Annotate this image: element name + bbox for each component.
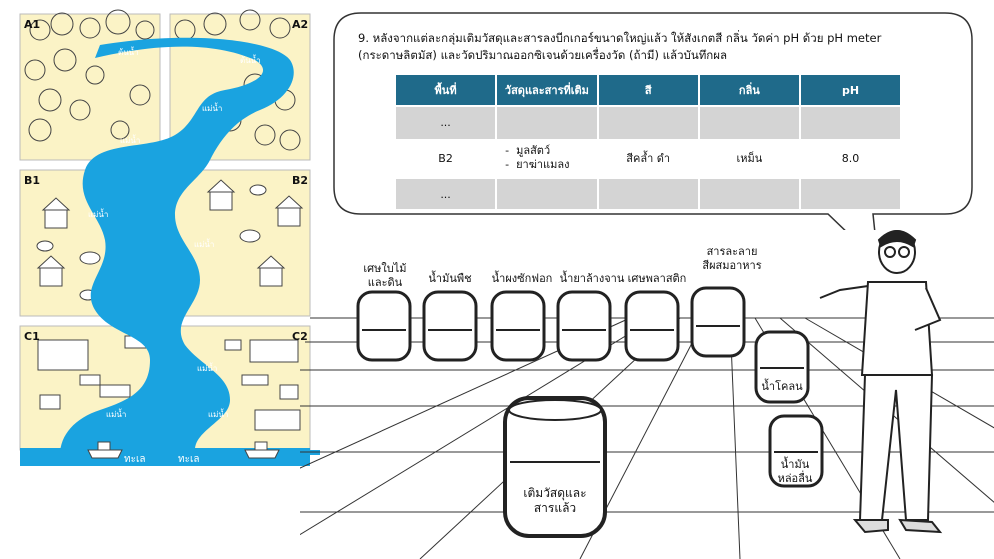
forest-trees (24, 9, 301, 151)
cell-area: ... (396, 105, 498, 138)
cell-ph (800, 177, 902, 209)
table-row: B2 - มูลสัตว์ - ยาฆ่าแมลง สีคล้ำ ดำ เหม็… (396, 137, 902, 178)
river-label-3: แม่น้ำ (88, 210, 109, 219)
cell-area: ... (396, 177, 498, 209)
header-materials: วัสดุและสารที่เติม (496, 75, 599, 106)
upstream-label-1: ต้นน้ำ (118, 48, 139, 57)
river (60, 37, 320, 456)
jar-food-coloring (690, 286, 746, 358)
sea-label-1: ทะเล (124, 454, 146, 465)
table-row: ... (396, 177, 902, 209)
cell-smell (698, 105, 802, 138)
header-ph: pH (800, 75, 902, 106)
jar-plastic (624, 290, 680, 362)
cell-ph: 8.0 (800, 137, 902, 178)
jar-label-dry-leaves-text: เศษใบไม้ และดิน (363, 262, 407, 289)
cell-smell (698, 177, 802, 209)
material-item: - ยาฆ่าแมลง (505, 158, 570, 171)
boats (87, 441, 280, 459)
header-area: พื้นที่ (396, 75, 498, 106)
jar-dish-soap (556, 290, 612, 362)
header-smell: กลิ่น (698, 75, 802, 106)
material-item: - มูลสัตว์ (505, 144, 551, 157)
cell-materials (496, 105, 599, 138)
jar-mud-water (754, 330, 810, 404)
jar-label-detergent: น้ำผงซักฟอก (491, 272, 553, 285)
jar-label-lubricant: น้ำมัน หล่อลื่น (777, 458, 813, 485)
big-beaker (503, 396, 607, 538)
lab-scene (300, 230, 994, 559)
jar-vegetable-oil (422, 290, 478, 362)
area-label-b1: B1 (24, 174, 41, 187)
area-label-c2: C2 (292, 330, 308, 343)
upstream-label-2: ต้นน้ำ (240, 56, 261, 65)
header-color: สี (597, 75, 700, 106)
result-table: พื้นที่ วัสดุและสารที่เติม สี กลิ่น pH .… (396, 75, 902, 209)
cell-area: B2 (396, 137, 498, 178)
table-header-row: พื้นที่ วัสดุและสารที่เติม สี กลิ่น pH (396, 75, 902, 106)
city-buildings (37, 335, 301, 431)
jar-label-food-coloring: สารละลาย สีผสมอาหาร (702, 245, 762, 272)
jar-dry-leaves (356, 290, 412, 362)
jar-label-vegetable-oil: น้ำมันพืช (428, 272, 472, 285)
cell-color (597, 177, 700, 209)
river-map-graphic (19, 9, 320, 466)
cell-materials: - มูลสัตว์ - ยาฆ่าแมลง (496, 137, 599, 178)
cell-materials (496, 177, 599, 209)
sea-label-2: ทะเล (178, 454, 200, 465)
river-label-7: แม่น้ำ (208, 410, 229, 419)
jar-detergent (490, 290, 546, 362)
jar-label-dish-soap: น้ำยาล้างจาน (559, 272, 625, 285)
area-label-a1: A1 (24, 18, 41, 31)
jar-label-plastic: เศษพลาสติก (627, 272, 687, 285)
teacher-figure (819, 230, 943, 534)
river-label-2: แม่น้ำ (120, 136, 141, 145)
cell-color: สีคล้ำ ดำ (597, 137, 700, 178)
jar-lubricant (768, 414, 824, 488)
jar-label-big-beaker: เติมวัสดุและ สารแล้ว (523, 486, 587, 515)
cell-color (597, 105, 700, 138)
river-label-5: แม่น้ำ (197, 364, 218, 373)
cell-smell: เหม็น (698, 137, 802, 178)
cell-ph (800, 105, 902, 138)
farm-houses (36, 179, 304, 301)
river-label-6: แม่น้ำ (106, 410, 127, 419)
river-label-1: แม่น้ำ (202, 104, 223, 113)
area-label-a2: A2 (292, 18, 309, 31)
area-label-c1: C1 (24, 330, 40, 343)
jar-label-mud-water: น้ำโคลน (761, 380, 803, 393)
river-map: A1 A2 B1 B2 C1 C2 ต้นน้ำ ต้นน้ำ แม่น้ำ แ… (0, 0, 320, 470)
table-row: ... (396, 105, 902, 138)
jar-label-dry-leaves: เศษใบไม้ และดิน (350, 262, 420, 290)
area-label-b2: B2 (292, 174, 309, 187)
river-label-4: แม่น้ำ (194, 240, 215, 249)
instruction-text: 9. หลังจากแต่ละกลุ่มเติมวัสดุและสารลงบีก… (358, 31, 882, 62)
